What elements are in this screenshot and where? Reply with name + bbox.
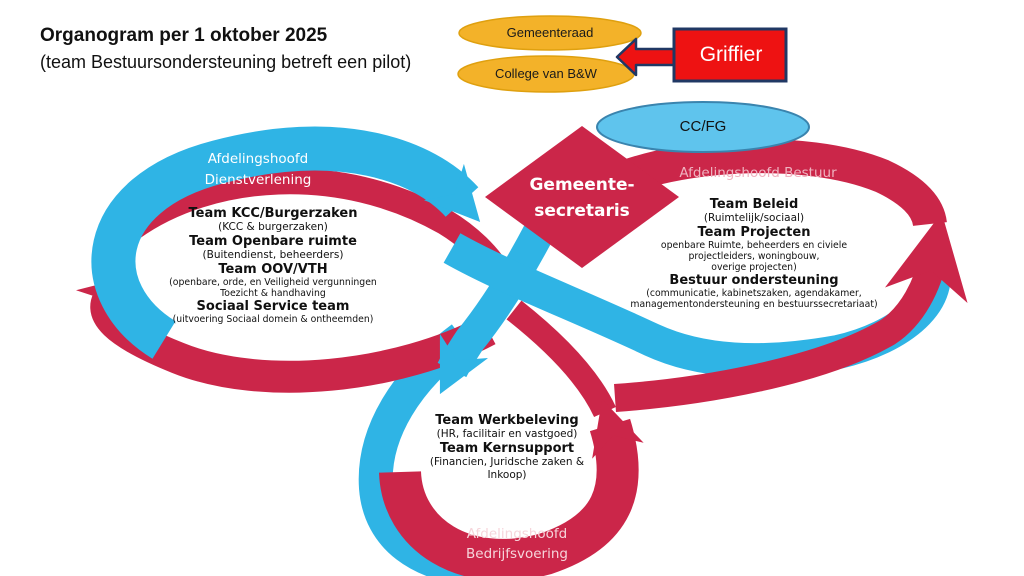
sociaal-service-sub: (uitvoering Sociaal domein & ontheemden) [172, 314, 374, 325]
team-kcc-burgerzaken: Team KCC/Burgerzaken [188, 206, 358, 221]
griffier-box [672, 27, 788, 83]
team-openbare-ruimte: Team Openbare ruimte [189, 234, 357, 249]
bestuur-ondersteuning: Bestuur ondersteuning [669, 273, 839, 288]
right-loop-red-under-crescent [614, 212, 968, 412]
gemeentesecretaris-line1: Gemeente- [529, 175, 635, 195]
team-beleid: Team Beleid [709, 197, 799, 212]
team-oov-sub2: Toezicht & handhaving [220, 288, 326, 299]
bottom-loop-red-ring [379, 399, 644, 576]
ccfg-ellipse [596, 101, 810, 153]
bottom-loop-teams: Team Werkbeleving (HR, facilitair en vas… [430, 413, 584, 482]
team-projecten-sub1: openbare Ruimte, beheerders en civiele [660, 240, 848, 251]
team-kcc-sub: (KCC & burgerzaken) [218, 221, 328, 233]
bottom-head-line1: Afdelingshoofd [466, 526, 568, 542]
sociaal-service-team: Sociaal Service team [196, 299, 350, 314]
team-werkbeleving-sub: (HR, facilitair en vastgoed) [436, 428, 578, 440]
team-oov-sub1: (openbare, orde, en Veiligheid vergunnin… [169, 277, 377, 288]
afdelingshoofd-bestuur-label: Afdelingshoofd Bestuur [679, 165, 837, 181]
gemeentesecretaris-line2: secretaris [534, 201, 630, 221]
gemeenteraad-ellipse [458, 15, 642, 51]
right-loop-red-top-ring [587, 139, 947, 228]
team-oov-vth: Team OOV/VTH [218, 262, 328, 277]
afdelingshoofd-bedrijfsvoering-label: Afdelingshoofd Bedrijfsvoering [466, 524, 568, 564]
left-head-line2: Dienstverlening [204, 172, 312, 188]
team-openbare-sub: (Buitendienst, beheerders) [202, 249, 344, 261]
page-title: Organogram per 1 oktober 2025 (team Best… [40, 22, 411, 75]
ccfg-label: CC/FG [679, 118, 727, 135]
team-werkbeleving: Team Werkbeleving [435, 413, 579, 428]
bottom-head-line2: Bedrijfsvoering [466, 546, 568, 562]
gemeenteraad-label: Gemeenteraad [506, 25, 594, 40]
right-loop-teams: Team Beleid (Ruimtelijk/sociaal) Team Pr… [630, 197, 877, 310]
left-head-line1: Afdelingshoofd [207, 151, 309, 167]
bestuur-ondersteuning-sub2: managementondersteuning en bestuurssecre… [630, 299, 878, 310]
team-projecten: Team Projecten [697, 225, 811, 240]
gemeentesecretaris-label: Gemeente- secretaris [529, 172, 634, 224]
center-blue-down-ribbon [437, 222, 555, 395]
title-line1: Organogram per 1 oktober 2025 [40, 25, 328, 46]
bestuur-ondersteuning-sub1: (communicatie, kabinetszaken, agendakame… [646, 288, 862, 299]
team-kernsupport-sub2: Inkoop) [487, 469, 527, 481]
team-projecten-sub3: overige projecten) [711, 262, 797, 273]
college-label: College van B&W [495, 66, 597, 81]
griffier-label: Griffier [699, 43, 763, 66]
team-beleid-sub: (Ruimtelijk/sociaal) [703, 212, 805, 224]
team-kernsupport-sub1: (Financien, Juridsche zaken & [429, 456, 585, 468]
team-projecten-sub2: projectleiders, woningbouw, [688, 251, 820, 262]
left-loop-teams: Team KCC/Burgerzaken (KCC & burgerzaken)… [169, 206, 377, 325]
team-kernsupport: Team Kernsupport [439, 441, 575, 456]
afdelingshoofd-dienstverlening-label: Afdelingshoofd Dienstverlening [205, 149, 312, 191]
gemeentesecretaris-diamond [485, 126, 679, 268]
title-line2: (team Bestuursondersteuning betreft een … [40, 52, 412, 72]
left-loop-blue-ring [91, 126, 481, 359]
